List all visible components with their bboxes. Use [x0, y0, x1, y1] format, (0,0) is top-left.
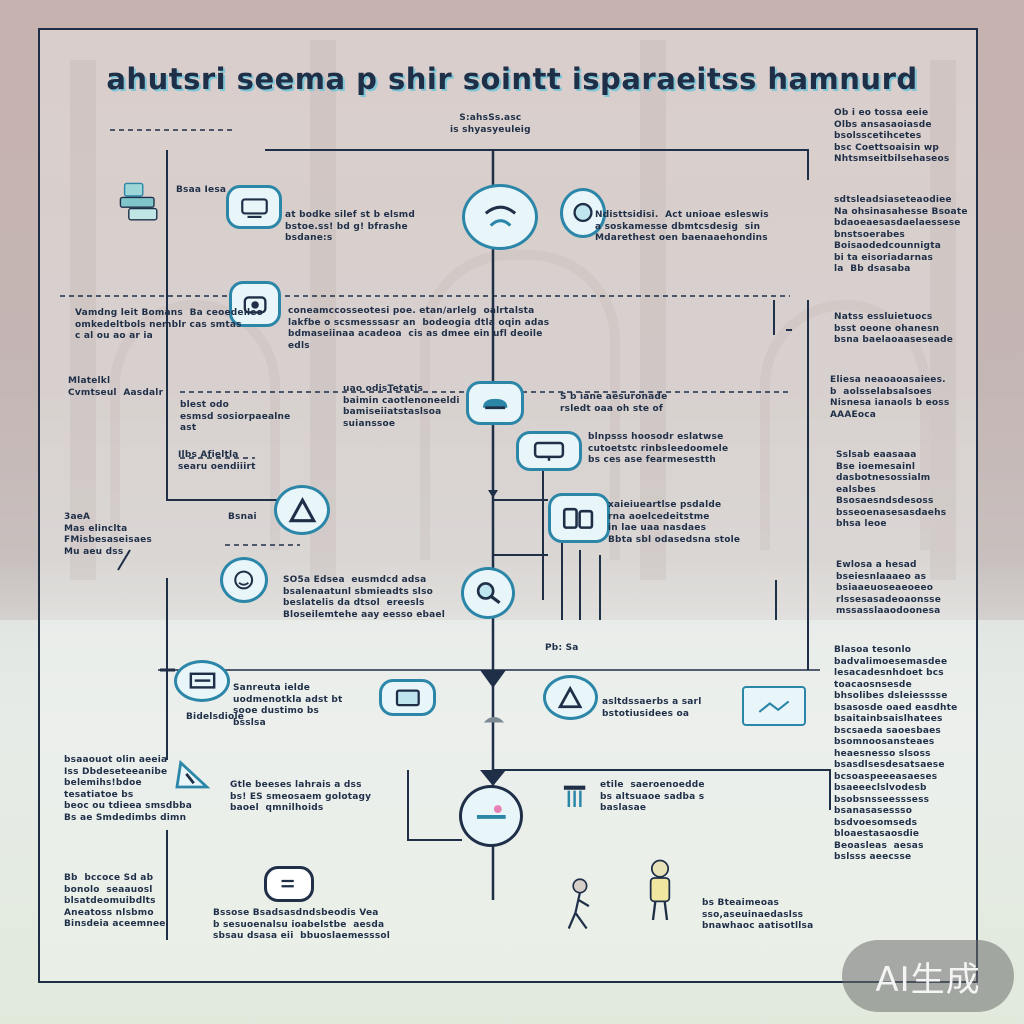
text-m9: Bssose Bsadsasdndsbeodis Vea b sesuoenal…	[213, 908, 391, 941]
text-top-center: S:ahsSs.asc is shyasyeuleig	[450, 113, 531, 135]
warning-node-icon[interactable]	[274, 485, 330, 535]
building-arch	[760, 300, 930, 550]
text-r6-short: Pb: Sa	[545, 643, 579, 653]
label-l1: Bsaa Iesa	[176, 185, 227, 195]
text-r5: xaieiueartlse psdalde rna aoelcedeitstme…	[608, 500, 741, 545]
connector-line	[117, 549, 131, 571]
text-r1: Ndisttsidisi. Act unioae esleswis a sosk…	[595, 210, 769, 243]
text-right-col-4: Eliesa neaoaoasaiees. b aolsselabsalsoes…	[830, 375, 950, 420]
text-m1: at bodke silef st b elsmd bstoe.ss! bd g…	[285, 210, 415, 243]
text-m3: uao odisTetatis baimin caotlenoneeldi ba…	[343, 384, 460, 429]
text-m6: SO5a Edsea eusmdcd adsa bsalenaatunl sbm…	[283, 575, 446, 620]
arrow-down	[480, 770, 506, 786]
cloud-node-icon[interactable]	[466, 381, 524, 425]
text-r3: S b iane aesuronade rsledt oaa oh ste of	[560, 392, 668, 414]
search-node-icon[interactable]	[461, 567, 515, 619]
text-r7: asltdssaerbs a sarl bstotiusidees oa	[602, 697, 702, 719]
building-arch	[420, 250, 620, 560]
arrow-down	[480, 670, 506, 688]
tablet-node-icon[interactable]	[548, 493, 610, 543]
connector-line	[493, 499, 548, 556]
connector-line	[265, 149, 809, 180]
router-icon[interactable]	[110, 173, 170, 231]
chip-node-icon[interactable]	[174, 660, 230, 702]
ai-generated-watermark: AI生成	[842, 940, 1014, 1012]
diagram-title: ahutsri seema p shir sointt isparaeitss …	[106, 62, 918, 96]
gateway-node-icon[interactable]	[459, 785, 523, 847]
arrow-down	[488, 490, 498, 498]
connector-line	[407, 770, 462, 841]
text-right-col-2: sdtsleadsiaseteaodiee Na ohsinasahesse B…	[834, 195, 968, 274]
building-arch	[110, 300, 280, 550]
monitor-icon[interactable]	[226, 185, 282, 229]
text-m8: Gtle beeses lahrais a dss bs! ES smeosae…	[230, 780, 372, 813]
filter-icon[interactable]	[557, 778, 593, 818]
text-l8: bsaaouot olin aeeia Iss Dbdeseteeanibe b…	[64, 755, 193, 823]
text-r4: blnpsss hoosodr eslatwse cutoetstc rinbs…	[588, 432, 729, 465]
text-l2: Vamdng leit Bomans Ba ceoedelleo omkedel…	[75, 308, 263, 341]
monitor-small-icon	[474, 705, 514, 733]
tag-icon[interactable]	[264, 866, 314, 902]
text-l3: Mlatelkl Cvmtseul Aasdalr	[68, 376, 164, 398]
text-l5: 3aeA Mas elinclta FMisbesaseisaes Mu aeu…	[64, 512, 152, 557]
face-small-icon[interactable]	[220, 557, 268, 603]
building-column	[930, 60, 956, 580]
warning-node-icon[interactable]	[543, 675, 598, 720]
building-column	[70, 60, 96, 580]
text-right-col-1: Ob i eo tossa eeie Olbs ansasaoiasde bso…	[834, 108, 950, 164]
camera-node-icon[interactable]	[229, 281, 281, 327]
face-node-icon[interactable]	[462, 184, 538, 250]
connector-line	[542, 440, 777, 620]
text-right-col-6: Ewlosa a hesad bseiesnlaaaeo as bsiaaeuo…	[836, 560, 942, 616]
building-column	[640, 40, 666, 580]
text-right-col-7: Blasoa tesonlo badvalimoesemasdee lesaca…	[834, 645, 958, 862]
text-right-col-3: Natss essluietuocs bsst oeone ohanesn bs…	[834, 312, 954, 345]
text-m3b: blest odo esmsd sosiorpaealne ast	[180, 400, 291, 433]
text-r8: etile saeroenoedde bs altsuaoe sadba s b…	[600, 780, 705, 813]
robot-icon	[630, 842, 690, 942]
connector-line	[166, 150, 280, 501]
text-right-col-5: Sslsab eaasaaa Bse ioemesainl dasbotneso…	[836, 450, 947, 529]
text-l4: Ilbs Afieltla searu oendiiirt	[178, 450, 256, 472]
connector-line	[493, 769, 831, 810]
text-m7: Sanreuta ielde uodmenotkla adst bt sooe …	[233, 683, 343, 728]
dome-icon[interactable]	[560, 188, 606, 238]
screen-node-icon[interactable]	[516, 431, 582, 471]
text-r9: bs Bteaimeoas sso,aseuinaedaslss bnawhao…	[702, 898, 814, 931]
server-image-icon[interactable]	[742, 686, 806, 726]
connector-line	[773, 300, 792, 335]
display-node-icon[interactable]	[379, 679, 436, 716]
text-l9: Bb bccoce Sd ab bonolo seaauosl blsatdeo…	[64, 873, 166, 929]
text-m5: Bsnai	[228, 512, 257, 522]
text-m2: coneamccosseotesi poe. etan/arlelg oalrt…	[288, 306, 550, 351]
text-mid-label: Bidelsdiole	[186, 712, 245, 722]
warning-sign-icon[interactable]	[165, 752, 219, 800]
person-icon	[555, 865, 603, 945]
